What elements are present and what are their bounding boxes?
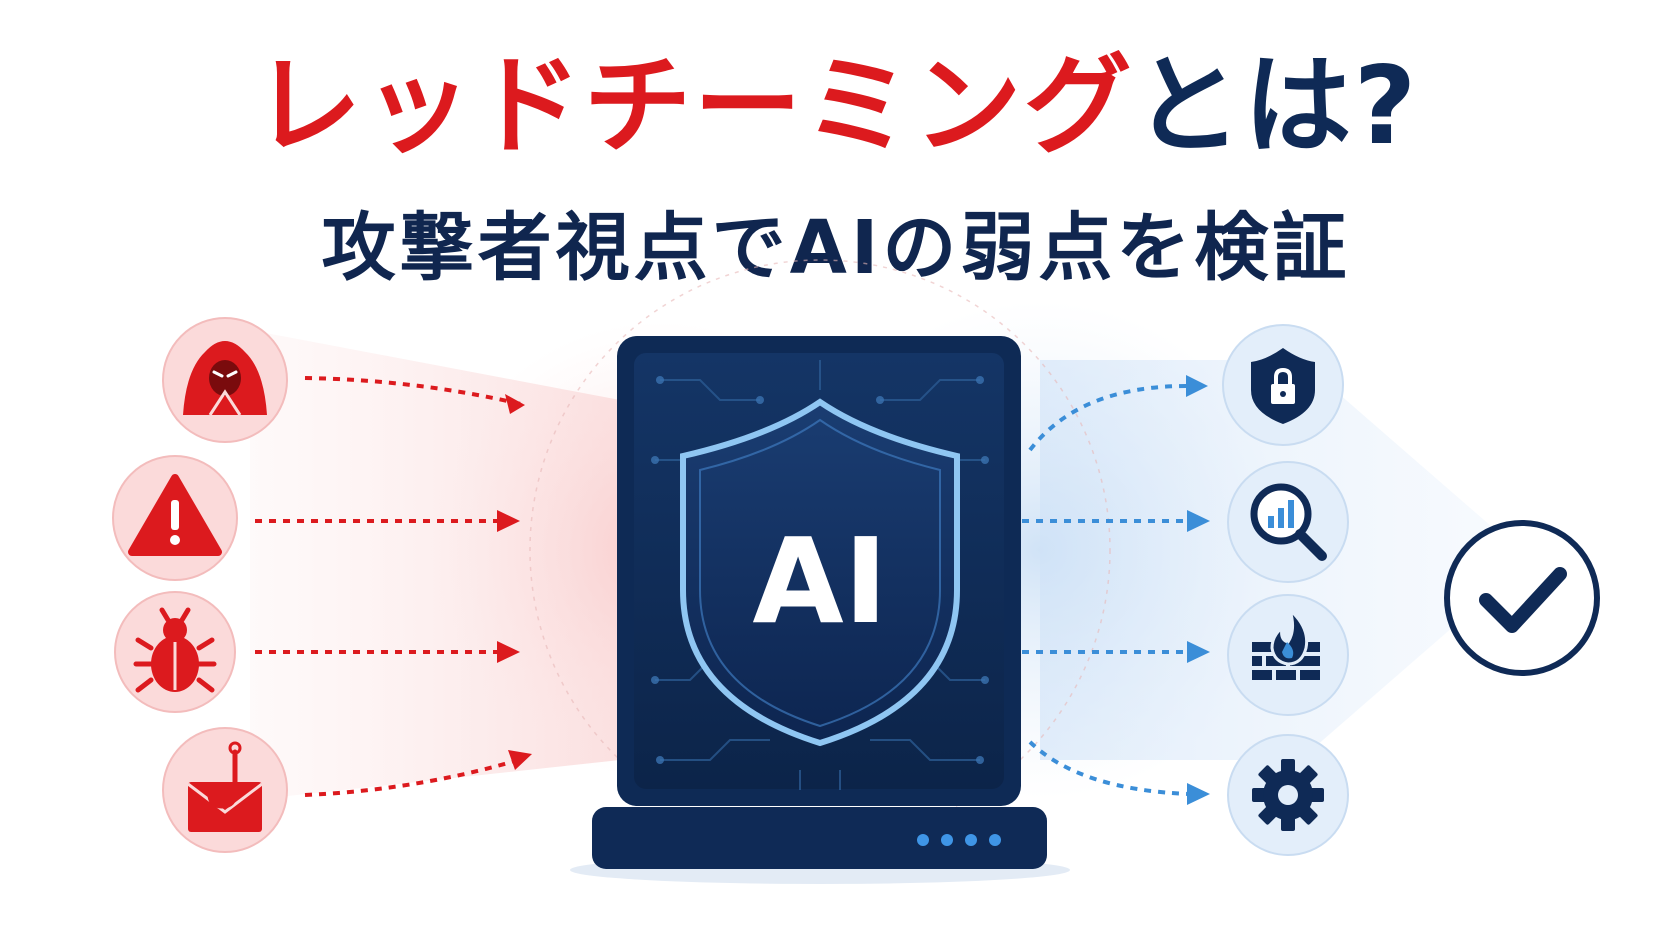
arrow-threat-1 — [304, 376, 526, 407]
status-dot — [941, 834, 953, 846]
arrow-defense-4 — [1028, 740, 1191, 796]
hacker-icon — [162, 317, 288, 443]
status-dot — [965, 834, 977, 846]
status-dot — [989, 834, 1001, 846]
defense-icons — [1222, 324, 1349, 856]
title-highlight: レッドチーミング — [253, 44, 1134, 169]
arrow-threat-4 — [304, 756, 526, 797]
orbit-ring — [529, 259, 1111, 841]
arrowhead-defense-2 — [1187, 510, 1210, 532]
threat-arrows — [255, 376, 532, 797]
arrow-defense-1 — [1028, 383, 1191, 452]
arrowhead-threat-2 — [497, 510, 520, 532]
ai-label: AI — [752, 512, 887, 650]
circuit-nodes — [651, 376, 989, 764]
gear-icon — [1227, 734, 1349, 856]
arrowhead-threat-4 — [508, 750, 532, 770]
ai-device: AI — [570, 336, 1070, 884]
arrowhead-threat-1 — [505, 394, 525, 414]
shield-inner-outline — [699, 418, 941, 728]
status-dot — [917, 834, 929, 846]
defense-arrows — [1022, 375, 1210, 805]
bug-icon — [114, 591, 236, 713]
device-base — [592, 807, 1047, 869]
lock-shield-icon — [1222, 324, 1344, 446]
threat-icons — [112, 317, 288, 853]
arrowhead-threat-3 — [497, 641, 520, 663]
warning-icon — [112, 455, 238, 581]
page-title: レッドチーミングとは? — [0, 42, 1672, 172]
title-rest: とは? — [1133, 44, 1419, 169]
page-subtitle: 攻撃者視点でAIの弱点を検証 — [321, 205, 1351, 291]
phishing-icon — [162, 727, 288, 853]
arrowhead-defense-3 — [1187, 641, 1210, 663]
arrowhead-defense-1 — [1186, 375, 1208, 397]
shield-icon — [680, 398, 960, 747]
checkmark-icon — [1444, 520, 1600, 676]
firewall-icon — [1227, 594, 1349, 716]
analysis-search-icon — [1227, 461, 1349, 583]
arrowhead-defense-4 — [1187, 783, 1210, 805]
